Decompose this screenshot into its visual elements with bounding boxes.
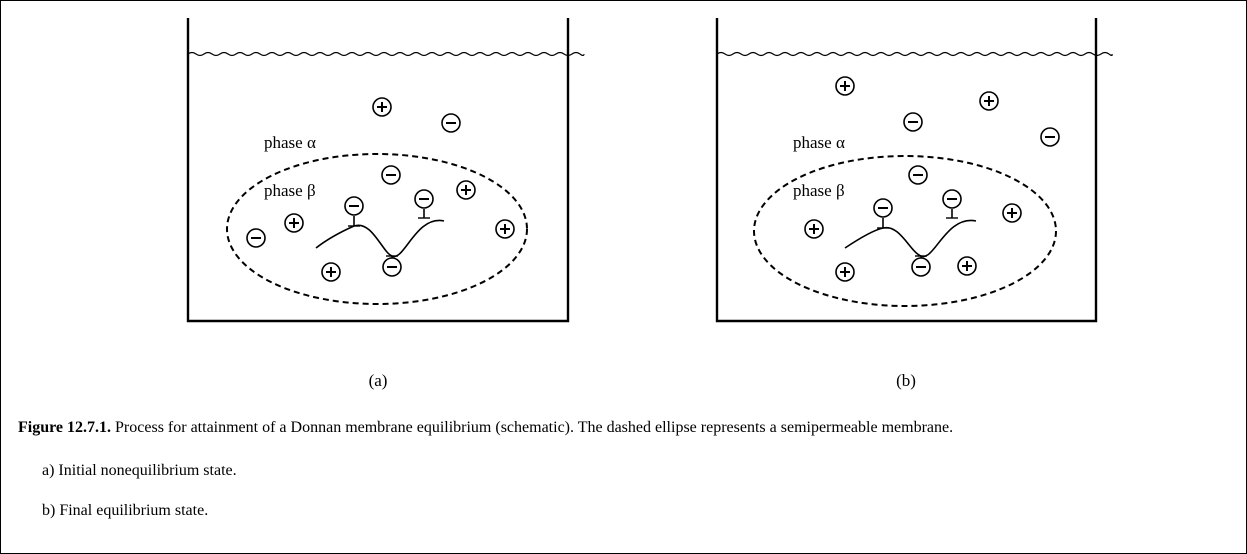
bound-anion-a-1 [344,196,364,216]
bound-anion-b-3 [942,189,962,209]
cation-b-2 [979,91,999,111]
beaker-a [186,18,570,323]
panel-label-a: (a) [369,371,388,390]
phase-beta-label-a: phase β [264,181,316,200]
anion-a-5 [381,165,401,185]
phase-alpha-label-a: phase α [264,133,316,152]
beaker-b [715,18,1098,323]
panel-label-b: (b) [896,371,916,390]
polyelectrolyte-chain-b [844,219,977,258]
cation-b-9 [957,256,977,276]
caption-item-a: a) Initial nonequilibrium state. [42,462,237,479]
caption-item-b: b) Final equilibrium state. [42,502,209,519]
anion-b-3 [903,112,923,132]
phase-beta-label-b: phase β [793,181,845,200]
liquid-surface-b [716,51,1113,57]
panel-b: phase α phase β (b) [715,18,1113,390]
cation-b-8 [835,262,855,282]
cation-b-1 [835,76,855,96]
caption-text: Process for attainment of a Donnan membr… [115,419,954,436]
bound-anion-a-2 [382,257,402,277]
cation-b-7 [804,219,824,239]
membrane-ellipse-b [753,155,1057,307]
bound-anion-b-1 [873,198,893,218]
ion-group-b [804,76,1060,282]
bound-anion-a-3 [414,189,434,209]
cation-a-4 [284,213,304,233]
cation-a-7 [495,219,515,239]
bound-anion-b-2 [911,257,931,277]
panel-a: phase α phase β (a) [186,18,585,390]
donnan-diagram: phase α phase β (a) phase α phase β (b) [186,18,1113,390]
ion-group-a [246,97,515,282]
cation-a-6 [456,180,476,200]
caption-title: Figure 12.7.1. [18,419,112,436]
anion-b-4 [1040,127,1060,147]
liquid-surface-a [187,51,585,57]
phase-alpha-label-b: phase α [793,133,845,152]
cation-a-8 [321,262,341,282]
anion-a-3 [246,228,266,248]
polyelectrolyte-chain-a [315,219,445,258]
membrane-ellipse-a [226,153,528,305]
cation-b-6 [1002,203,1022,223]
figure-caption: Figure 12.7.1. Process for attainment of… [18,414,1223,441]
anion-b-5 [908,165,928,185]
cation-a-1 [372,97,392,117]
anion-a-2 [441,113,461,133]
